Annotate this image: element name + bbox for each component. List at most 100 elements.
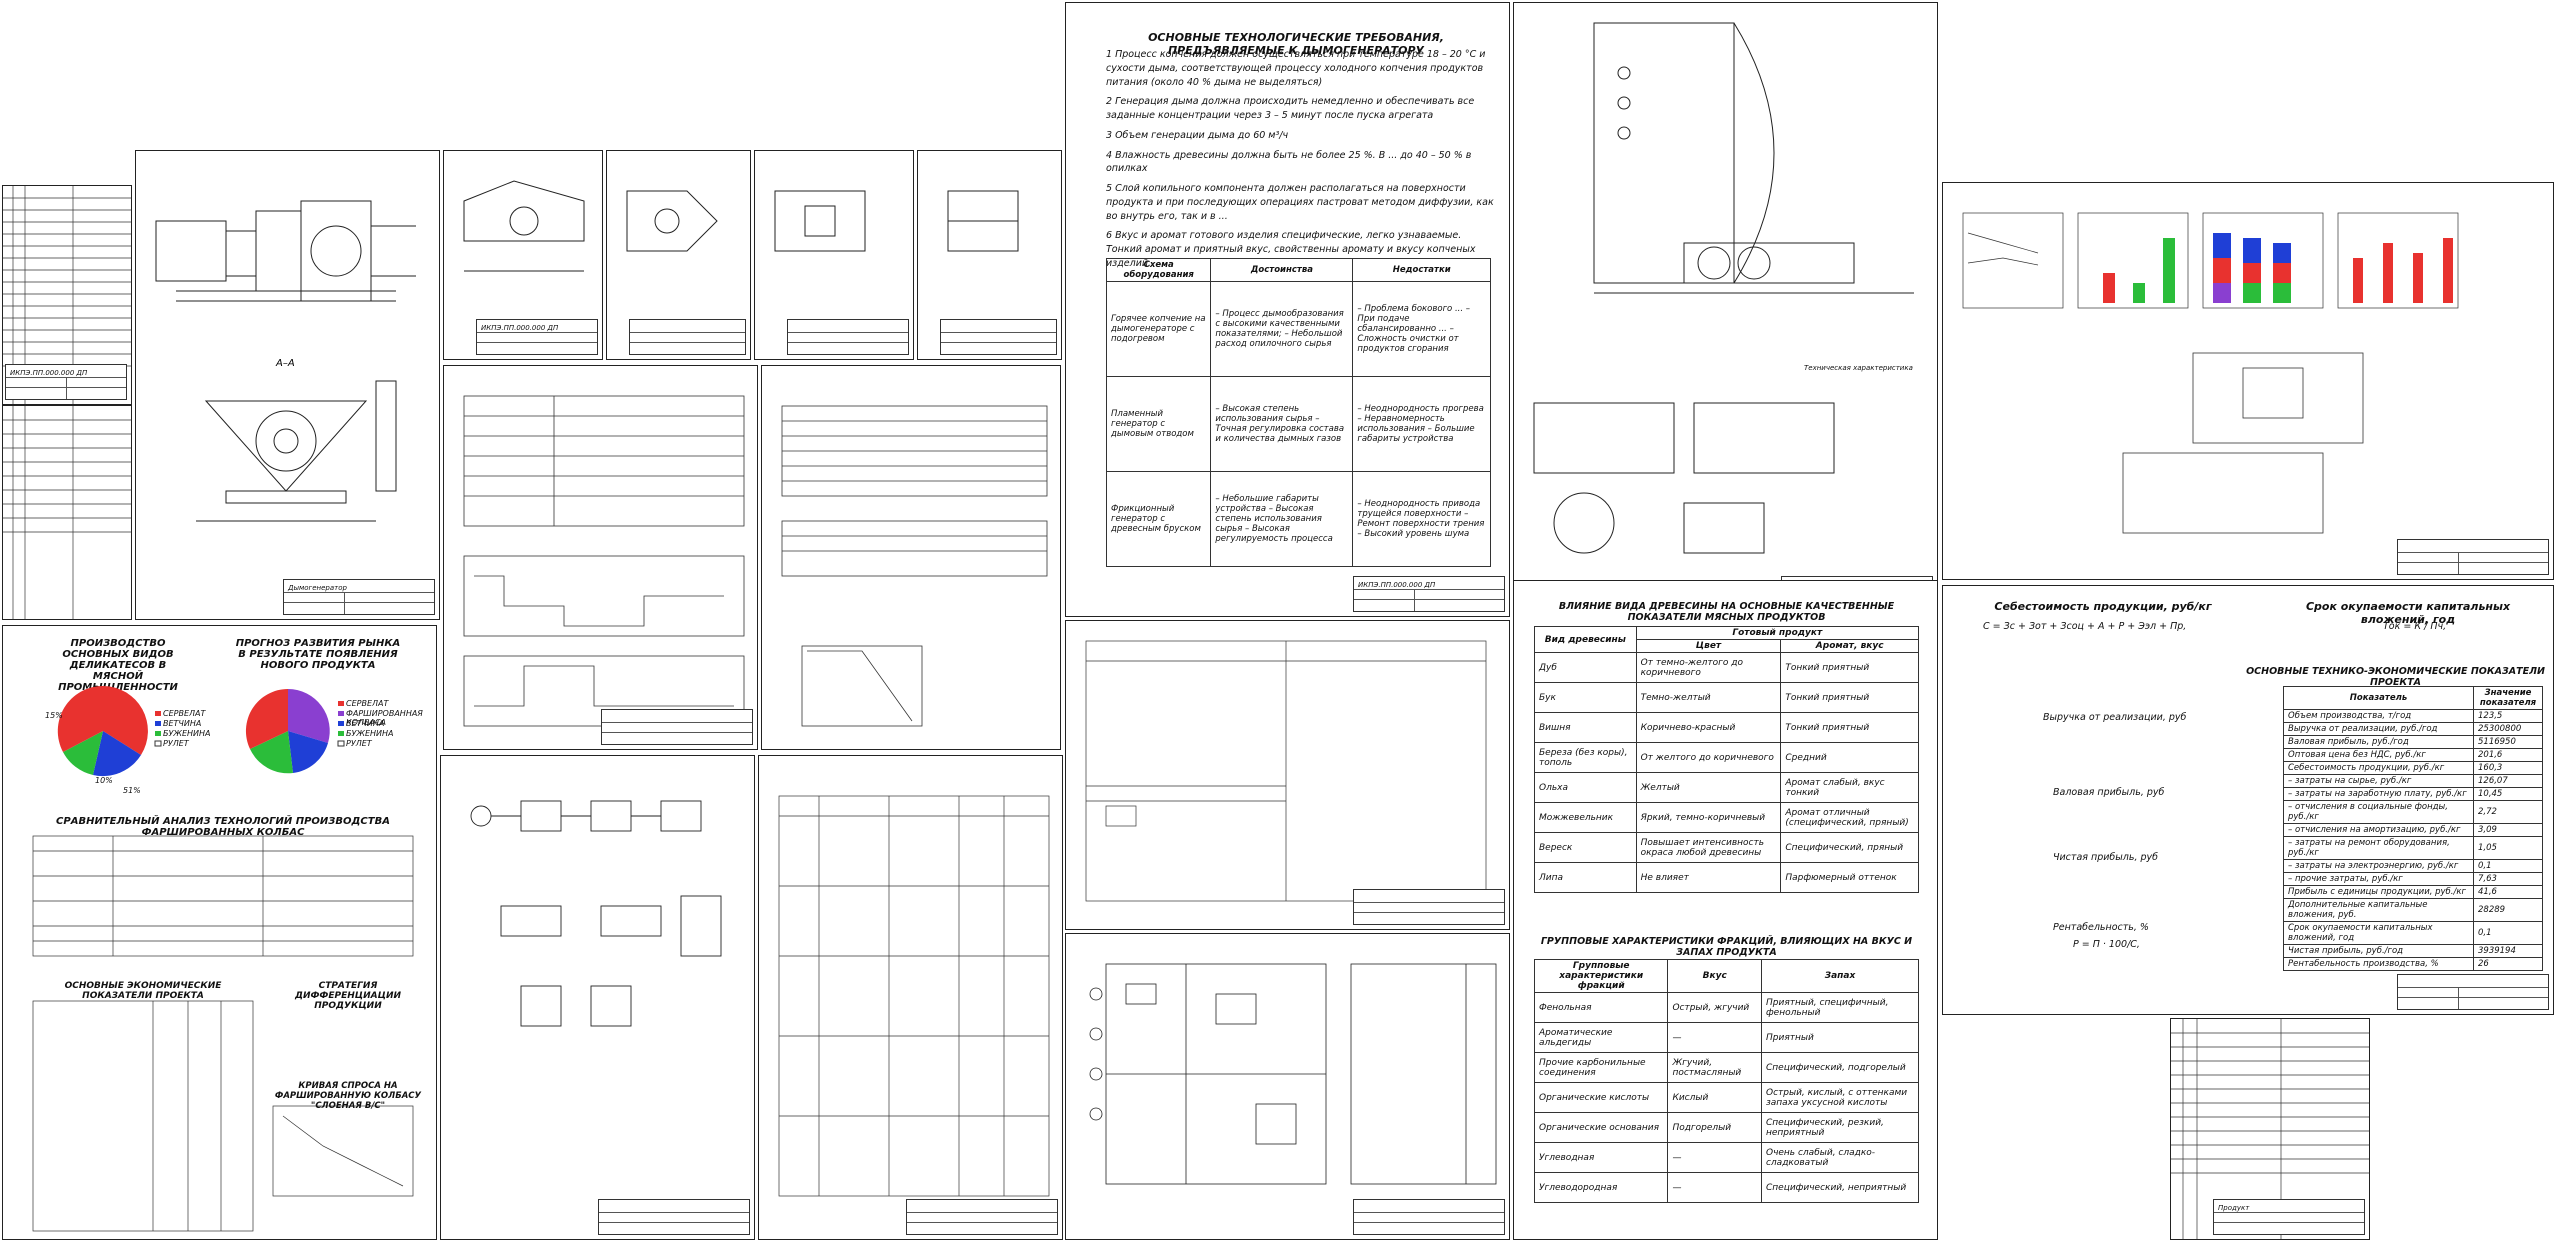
table-cell: Кислый [1667,1082,1762,1113]
pie-slice [288,731,328,773]
wood-title: ВЛИЯНИЕ ВИДА ДРЕВЕСИНЫ НА ОСНОВНЫЕ КАЧЕС… [1558,601,1895,623]
table-cell: Специфический, пряный [1780,832,1919,863]
spec-sheet-2 [2,405,132,620]
bar [2243,263,2261,283]
requirement-item: 5 Слой копильного компонента должен расп… [1106,183,1494,222]
table-cell: Срок окупаемости капитальных вложений, г… [2283,921,2474,945]
title-block [2397,974,2549,1010]
requirements-list: 1 Процесс копчения должен осуществляться… [1106,48,1496,271]
table-cell: Тонкий приятный [1780,652,1919,683]
bar-line-charts [1962,212,2459,534]
table-cell: 25300800 [2473,722,2543,736]
market-sheet: ПРОИЗВОДСТВО ОСНОВНЫХ ВИДОВ ДЕЛИКАТЕСОВ … [2,625,437,1240]
svg-text:А–А: А–А [275,358,295,369]
table-cell: Бук [1534,682,1637,713]
table-cell: Острый, жгучий [1667,992,1762,1023]
detail-sheet-2 [606,150,751,360]
detail-drawing [626,190,718,252]
pie-charts [57,685,345,777]
table-cell: – прочие затраты, руб./кг [2283,872,2474,886]
pie-pct-label: 10% [95,776,113,785]
econ-table-title: ОСНОВНЫЕ ТЕХНИКО-ЭКОНОМИЧЕСКИЕ ПОКАЗАТЕЛ… [2246,666,2545,688]
table-cell: Специфический, резкий, неприятный [1760,1112,1920,1143]
safety-sheet [1065,620,1510,930]
process-flow-sheet [440,755,755,1240]
bar [2243,283,2261,303]
spec-sheet-3: Продукт [2170,1018,2370,1240]
table-cell: – Проблема бокового ... – При подаче сба… [1352,281,1491,377]
pie-slice [250,731,293,774]
col-header: Вкус [1667,959,1762,993]
col-header: Недостатки [1352,258,1491,282]
safety-table [1085,640,1487,902]
table-cell: Можжевельник [1534,802,1637,833]
schedule-sheet [443,365,758,750]
table-cell: Углеводная [1533,1142,1669,1173]
table-cell: Специфический, подгорелый [1760,1052,1920,1083]
table-cell: Рентабельность производства, % [2283,957,2474,971]
table-cell: – затраты на сырье, руб./кг [2283,774,2474,788]
economics-sheet: Себестоимость продукции, руб/кг С = Зс +… [1942,585,2554,1015]
table-cell: 10,45 [2473,787,2543,801]
pie-slice [245,688,288,749]
econ-title: ОСНОВНЫЕ ЭКОНОМИЧЕСКИЕ ПОКАЗАТЕЛИ ПРОЕКТ… [64,981,222,1001]
tech-tables [781,405,1048,727]
table-cell: 160,3 [2473,761,2543,775]
table-cell: Горячее копчение на дымогенераторе с под… [1105,281,1212,377]
detail-drawing [774,190,866,252]
table-cell: Аромат отличный (специфический, пряный) [1780,802,1919,833]
bar [2213,233,2231,258]
legend-item: ФАРШИРОВАННАЯ КОЛБАСА [346,709,423,727]
title-block [906,1199,1058,1235]
table-cell: Валовая прибыль, руб./год [2283,735,2474,749]
schedule-charts [463,395,745,727]
table-cell: 0,1 [2473,859,2543,873]
bar [2243,238,2261,263]
table-cell: 7,63 [2473,872,2543,886]
compare-and-econ-tables [32,835,414,1232]
cost-formula: С = Зс + Зот + Зсоц + А + Р + Ээл + Пр, [1983,621,2187,632]
col-header: Аромат, вкус [1780,639,1919,653]
net-label: Чистая прибыль, руб [2053,852,2158,863]
table-cell: Органические основания [1533,1112,1669,1143]
spec-table-lines [3,406,131,619]
bar [2133,283,2145,303]
wood-sheet: ВЛИЯНИЕ ВИДА ДРЕВЕСИНЫ НА ОСНОВНЫЕ КАЧЕС… [1513,580,1938,1240]
title-block: Дымогенератор [283,579,435,615]
pie-slice [288,689,330,743]
table-cell: – Небольшие габариты устройства – Высока… [1210,471,1354,567]
table-cell: Себестоимость продукции, руб./кг [2283,761,2474,775]
payback-title: Срок окупаемости капитальных вложений, г… [2305,600,2511,626]
pie-pct-label: 15% [45,711,63,720]
table-cell: Пламенный генератор с дымовым отводом [1105,376,1212,472]
bar [2103,273,2115,303]
table-cell: Ароматические альдегиды [1533,1022,1669,1053]
bar [2273,263,2291,283]
bar [2213,283,2231,303]
legend-item: БУЖЕНИНА [346,729,394,738]
title-block [2397,539,2549,575]
table-cell: — [1667,1172,1762,1203]
table-cell: Средний [1780,742,1919,773]
curve-title: КРИВАЯ СПРОСА НА ФАРШИРОВАННУЮ КОЛБАСУ "… [274,1081,422,1111]
table-cell: 201,6 [2473,748,2543,762]
process-flow-diagram [470,800,722,1027]
assembly-drawing: А–А [155,200,416,522]
table-cell: 1,05 [2473,836,2543,860]
operations-table-sheet [758,755,1063,1240]
detail-sheet-3 [754,150,914,360]
table-cell: Не влияет [1635,862,1782,893]
table-cell: Углеводородная [1533,1172,1669,1203]
table-cell: 3939194 [2473,944,2543,958]
table-cell: — [1667,1142,1762,1173]
title-block [601,709,753,745]
table-cell: Дуб [1534,652,1637,683]
technical-notes: Техническая характеристика [1804,364,1913,372]
assembly-drawing-sheet: А–А Дымогенератор [135,150,440,620]
cost-title: Себестоимость продукции, руб/кг [1994,600,2212,613]
table-cell: Очень слабый, сладко-сладковатый [1760,1142,1920,1173]
gross-label: Валовая прибыль, руб [2053,787,2165,798]
title-block: Продукт [2213,1199,2365,1235]
